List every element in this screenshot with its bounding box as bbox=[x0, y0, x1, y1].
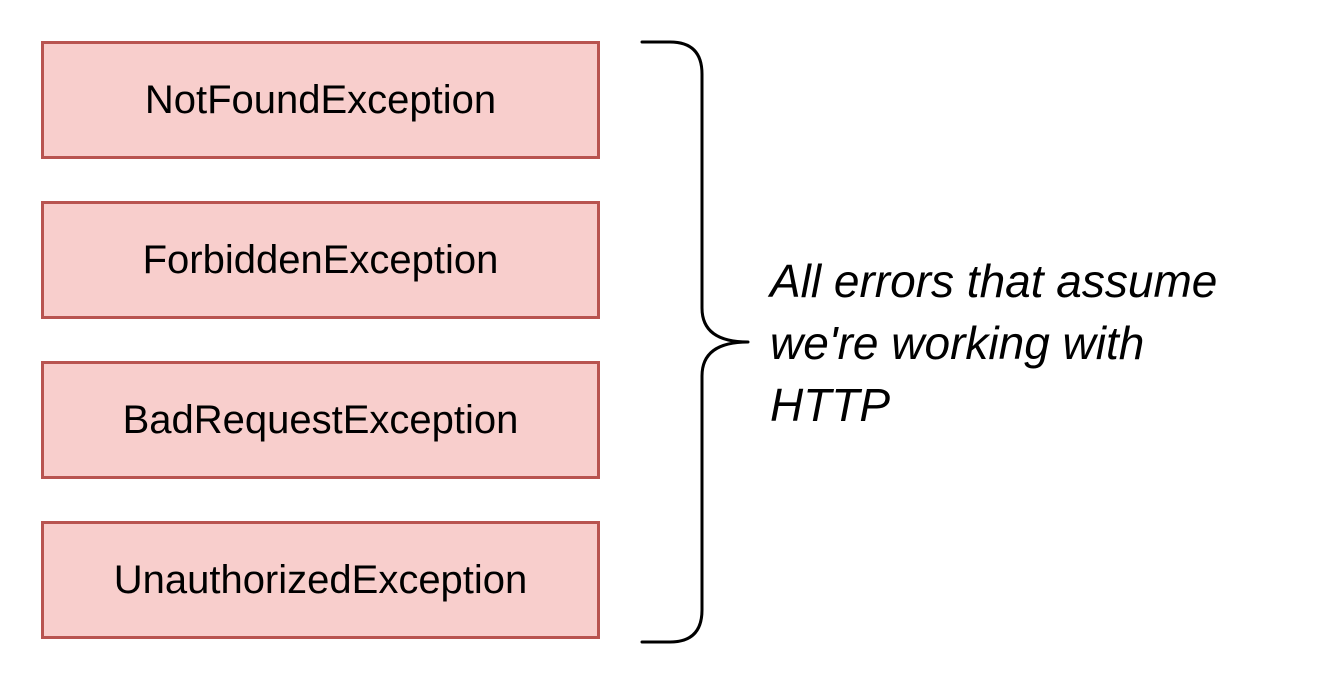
exception-box-not-found: NotFoundException bbox=[41, 41, 600, 159]
annotation-line: we're working with bbox=[770, 317, 1145, 369]
exception-box-unauthorized: UnauthorizedException bbox=[41, 521, 600, 639]
curly-brace-icon bbox=[640, 40, 750, 644]
annotation-line: All errors that assume bbox=[770, 255, 1218, 307]
annotation-line: HTTP bbox=[770, 379, 891, 431]
exception-label: BadRequestException bbox=[122, 397, 519, 442]
exception-box-bad-request: BadRequestException bbox=[41, 361, 600, 479]
exception-label: ForbiddenException bbox=[142, 237, 499, 282]
exception-label: UnauthorizedException bbox=[113, 557, 528, 602]
exception-label: NotFoundException bbox=[144, 77, 497, 122]
exception-box-forbidden: ForbiddenException bbox=[41, 201, 600, 319]
annotation-text: All errors that assume we're working wit… bbox=[770, 250, 1310, 436]
